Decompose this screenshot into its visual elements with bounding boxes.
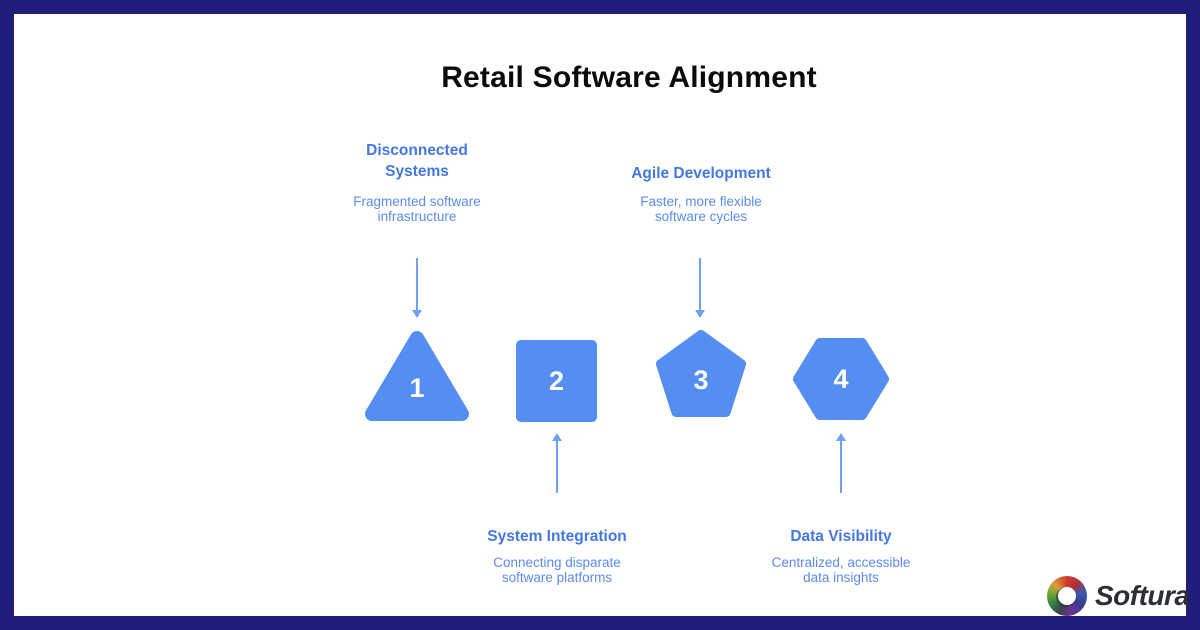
step-3-number: 3 <box>693 365 709 395</box>
page-title: Retail Software Alignment <box>441 61 817 94</box>
arrow-down-icon <box>695 258 705 318</box>
square-icon <box>516 340 597 422</box>
step-3-pentagon-shape: 3 <box>653 327 749 422</box>
softura-swirl-icon <box>1047 576 1087 616</box>
step-4-label: Data Visibility <box>790 528 892 545</box>
softura-brand-name: Softura <box>1095 580 1190 611</box>
hexagon-icon <box>793 338 889 420</box>
step-2-number: 2 <box>548 365 565 396</box>
step-1-description: Fragmented software infrastructure <box>353 194 481 224</box>
infographic-canvas: Retail Software Alignment Disconnected S… <box>14 14 1190 616</box>
arrow-up-icon <box>836 433 846 493</box>
pentagon-icon <box>656 330 746 417</box>
step-3-description: Faster, more flexible software cycles <box>640 194 762 224</box>
triangle-icon <box>365 331 469 421</box>
step-3-label: Agile Development <box>631 165 771 182</box>
step-1-number: 1 <box>409 373 425 403</box>
step-2-description: Connecting disparate software platforms <box>493 555 621 585</box>
softura-logo: Softura <box>1047 576 1190 616</box>
step-2-label: System Integration <box>487 528 627 545</box>
step-2-square-shape: 2 <box>516 340 597 422</box>
step-1-label: Disconnected Systems <box>366 142 468 180</box>
arrow-down-icon <box>412 258 422 318</box>
step-4-description: Centralized, accessible data insights <box>771 555 911 585</box>
step-4-number: 4 <box>833 363 849 394</box>
arrow-up-icon <box>552 433 562 493</box>
step-1-triangle-shape: 1 <box>364 329 470 422</box>
step-4-hexagon-shape: 4 <box>791 336 891 422</box>
